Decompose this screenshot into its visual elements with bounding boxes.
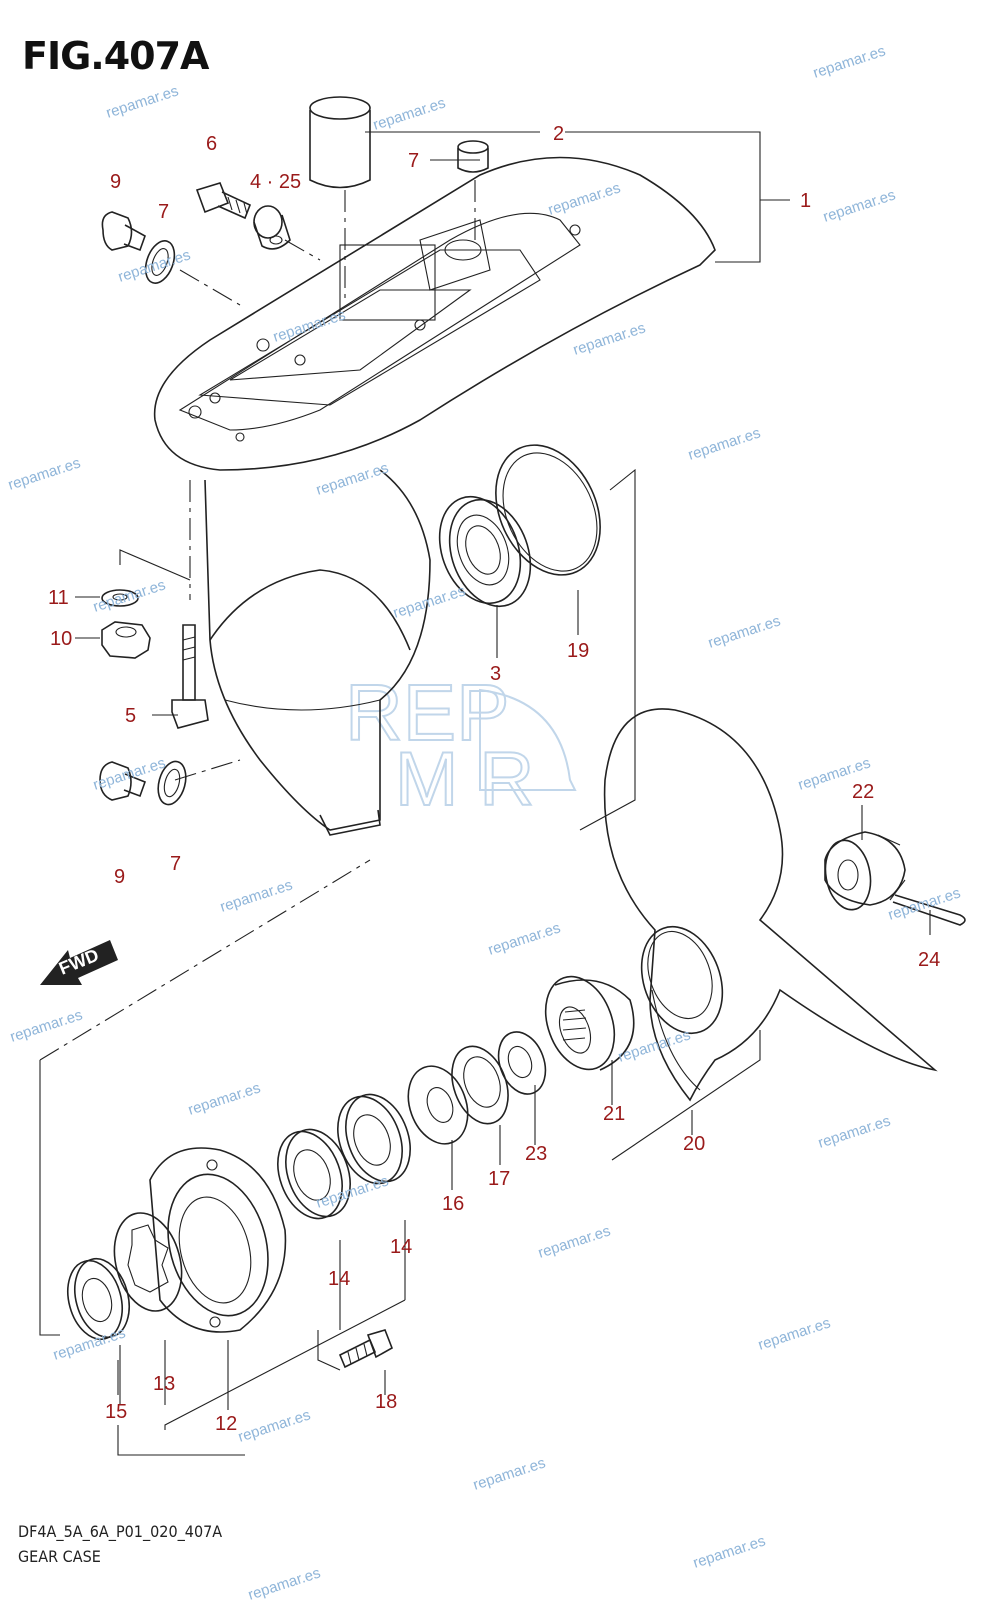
callout-9-lower: 9 bbox=[114, 866, 125, 888]
svg-text:repamar.es: repamar.es bbox=[811, 42, 888, 81]
svg-text:repamar.es: repamar.es bbox=[104, 82, 181, 121]
svg-text:repamar.es: repamar.es bbox=[246, 1564, 323, 1600]
callout-8: 7 bbox=[408, 150, 419, 172]
svg-text:repamar.es: repamar.es bbox=[756, 1314, 833, 1353]
part-14-seal-a bbox=[337, 1093, 411, 1185]
callout-24: 24 bbox=[918, 949, 940, 971]
callout-20: 20 bbox=[683, 1133, 705, 1155]
part-5-stud-bolt bbox=[171, 624, 209, 729]
figure-name: GEAR CASE bbox=[18, 1547, 101, 1566]
callout-5: 5 bbox=[125, 705, 136, 727]
callout-4-25: 4 · 25 bbox=[250, 171, 301, 193]
svg-text:repamar.es: repamar.es bbox=[218, 876, 295, 915]
figure-code: DF4A_5A_6A_P01_020_407A bbox=[18, 1522, 223, 1541]
part-7-gasket-lower bbox=[157, 760, 187, 806]
callouts: 2 1 7 6 4 · 25 9 7 11 10 5 3 19 9 7 22 2… bbox=[48, 123, 940, 1435]
svg-text:repamar.es: repamar.es bbox=[471, 1454, 548, 1493]
part-4-25-spacer bbox=[253, 205, 291, 250]
svg-text:repamar.es: repamar.es bbox=[6, 454, 83, 493]
propeller bbox=[603, 708, 938, 1102]
callout-14-b: 14 bbox=[328, 1268, 350, 1290]
callout-15: 15 bbox=[105, 1401, 127, 1423]
svg-text:repamar.es: repamar.es bbox=[821, 186, 898, 225]
part-8-bushing bbox=[457, 140, 489, 173]
fwd-arrow-icon: FWD bbox=[40, 940, 118, 985]
svg-text:repamar.es: repamar.es bbox=[91, 754, 168, 793]
callout-2: 2 bbox=[553, 123, 564, 145]
callout-22: 22 bbox=[852, 781, 874, 803]
svg-text:repamar.es: repamar.es bbox=[271, 306, 348, 345]
callout-19: 19 bbox=[567, 640, 589, 662]
watermark-logo: REP M R bbox=[344, 667, 577, 823]
part-9-plug-lower bbox=[99, 761, 147, 801]
part-22-propeller-nut bbox=[824, 831, 906, 911]
part-12-propeller-shaft-housing bbox=[149, 1147, 287, 1333]
svg-text:repamar.es: repamar.es bbox=[486, 919, 563, 958]
callout-14-a: 14 bbox=[390, 1236, 412, 1258]
callout-3: 3 bbox=[490, 663, 501, 685]
callout-13: 13 bbox=[153, 1373, 175, 1395]
svg-text:repamar.es: repamar.es bbox=[706, 612, 783, 651]
part-3-bearing bbox=[438, 495, 532, 608]
callout-11: 11 bbox=[48, 587, 69, 609]
part-21-bushing bbox=[544, 975, 635, 1071]
part-10-nut bbox=[101, 621, 151, 659]
watermark-logo-bottom: M R bbox=[395, 737, 534, 822]
svg-text:repamar.es: repamar.es bbox=[186, 1079, 263, 1118]
part-13-retainer bbox=[113, 1212, 183, 1312]
svg-text:repamar.es: repamar.es bbox=[816, 1112, 893, 1151]
part-14-seal-b bbox=[277, 1128, 351, 1220]
part-6-bolt bbox=[195, 182, 252, 220]
svg-text:repamar.es: repamar.es bbox=[536, 1222, 613, 1261]
gear-case-housing bbox=[153, 156, 716, 836]
callout-17: 17 bbox=[488, 1168, 510, 1190]
callout-18: 18 bbox=[375, 1391, 397, 1413]
part-2-sleeve bbox=[309, 96, 371, 189]
callout-12: 12 bbox=[215, 1413, 237, 1435]
svg-text:repamar.es: repamar.es bbox=[314, 1172, 391, 1211]
part-24-cotter-pin bbox=[892, 894, 966, 926]
figure-title: FIG.407A bbox=[22, 34, 209, 78]
callout-9-upper: 9 bbox=[110, 171, 121, 193]
watermark-logo-top: REP bbox=[345, 668, 510, 757]
callout-7-lower: 7 bbox=[170, 853, 181, 875]
svg-text:repamar.es: repamar.es bbox=[314, 459, 391, 498]
svg-text:repamar.es: repamar.es bbox=[691, 1532, 768, 1571]
svg-text:repamar.es: repamar.es bbox=[371, 94, 448, 133]
callout-23: 23 bbox=[525, 1143, 547, 1165]
svg-text:repamar.es: repamar.es bbox=[91, 576, 168, 615]
part-16-thrust-washer bbox=[407, 1065, 469, 1145]
callout-10: 10 bbox=[50, 628, 72, 650]
callout-7-upper: 7 bbox=[158, 201, 169, 223]
part-15-bearing bbox=[67, 1257, 130, 1341]
leader-lines bbox=[39, 131, 931, 1456]
svg-text:repamar.es: repamar.es bbox=[51, 1324, 128, 1363]
callout-6: 6 bbox=[206, 133, 217, 155]
part-7-gasket-upper bbox=[144, 240, 176, 284]
part-19-o-ring bbox=[495, 444, 601, 576]
svg-text:repamar.es: repamar.es bbox=[236, 1406, 313, 1445]
part-9-plug-upper bbox=[101, 211, 146, 252]
svg-text:repamar.es: repamar.es bbox=[571, 319, 648, 358]
svg-text:repamar.es: repamar.es bbox=[686, 424, 763, 463]
svg-text:repamar.es: repamar.es bbox=[546, 179, 623, 218]
part-17-washer bbox=[451, 1045, 509, 1125]
callout-1: 1 bbox=[800, 190, 811, 212]
part-18-bolt bbox=[338, 1329, 393, 1369]
part-11-washer bbox=[101, 589, 139, 607]
callout-21: 21 bbox=[603, 1103, 625, 1125]
svg-text:repamar.es: repamar.es bbox=[116, 246, 193, 285]
callout-16: 16 bbox=[442, 1193, 464, 1215]
